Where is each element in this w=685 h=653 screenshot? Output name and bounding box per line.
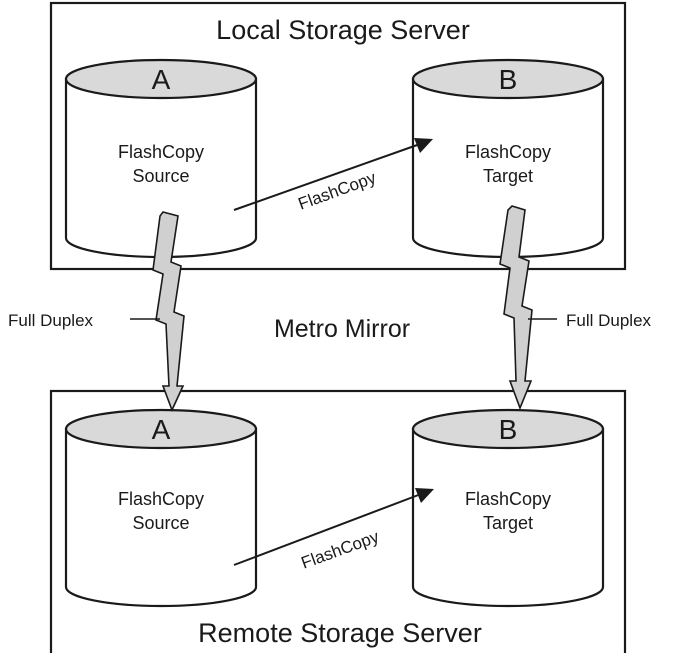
arrow-shaft (233, 143, 421, 211)
remote-volume-a-cylinder: A FlashCopy Source (64, 408, 258, 608)
volume-label-line2: Source (132, 513, 189, 533)
volume-letter: B (499, 414, 518, 445)
cylinder-top (64, 408, 258, 450)
flashcopy-label: FlashCopy (299, 527, 382, 573)
cylinder-top (411, 58, 605, 100)
cylinder-body (411, 427, 605, 608)
volume-label-line1: FlashCopy (118, 142, 204, 162)
volume-label-line2: Target (483, 513, 533, 533)
remote-storage-server-box (49, 389, 627, 653)
local-storage-server-title: Local Storage Server (216, 15, 470, 45)
arrowhead (415, 488, 434, 503)
left-full-duplex-lightning-arrow (152, 211, 185, 413)
volume-letter: A (152, 64, 171, 95)
right-full-duplex-lightning-arrow (499, 205, 533, 411)
remote-storage-server-title: Remote Storage Server (198, 618, 482, 648)
cylinder-top (64, 58, 258, 100)
volume-label-line1: FlashCopy (465, 489, 551, 509)
arrowhead (414, 138, 433, 153)
local-storage-server-box (49, 1, 627, 271)
remote-volume-b-cylinder: B FlashCopy Target (411, 408, 605, 608)
volume-label-line1: FlashCopy (118, 489, 204, 509)
arrow-shaft (233, 493, 422, 566)
cylinder-body (64, 427, 258, 608)
right-full-duplex-label: Full Duplex (566, 311, 652, 330)
volume-label-line2: Source (132, 166, 189, 186)
volume-label-line1: FlashCopy (465, 142, 551, 162)
remote-flashcopy-arrow: FlashCopy (233, 488, 434, 573)
metro-mirror-label: Metro Mirror (274, 315, 410, 343)
volume-label-line2: Target (483, 166, 533, 186)
volume-letter: A (152, 414, 171, 445)
local-volume-b-cylinder: B FlashCopy Target (411, 58, 605, 259)
left-full-duplex-label: Full Duplex (8, 311, 94, 330)
flashcopy-label: FlashCopy (296, 168, 379, 214)
local-flashcopy-arrow: FlashCopy (233, 138, 433, 214)
local-volume-a-cylinder: A FlashCopy Source (64, 58, 258, 259)
volume-letter: B (499, 64, 518, 95)
cylinder-top (411, 408, 605, 450)
